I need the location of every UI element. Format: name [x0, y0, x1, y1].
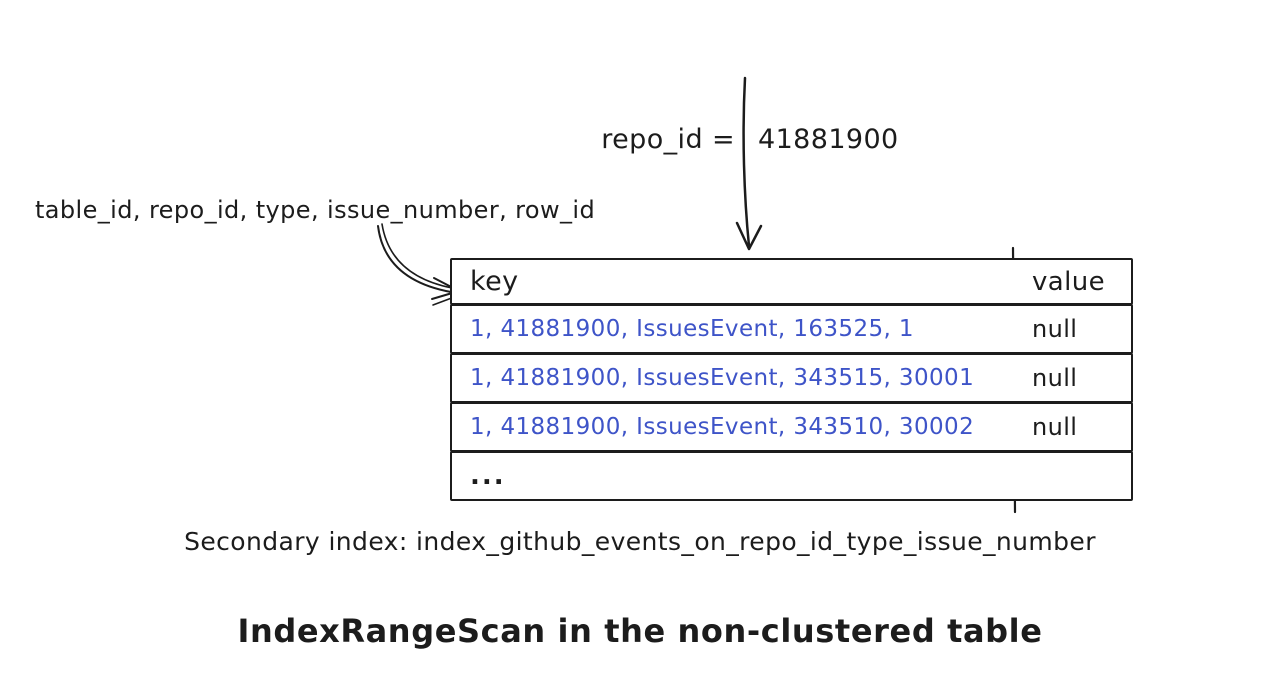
value-column-header: value [1032, 266, 1106, 297]
table-row: 1, 41881900, IssuesEvent, 163525, 1 null [450, 304, 1133, 354]
row-value-cell: null [1032, 315, 1078, 343]
table-row-ellipsis: ... [450, 451, 1133, 501]
secondary-index-table: key value 1, 41881900, IssuesEvent, 1635… [450, 258, 1133, 501]
filter-label: repo_id = [601, 124, 735, 155]
filter-value-arrow-icon [735, 76, 763, 251]
key-columns-arrow-icon [377, 223, 460, 306]
table-row: 1, 41881900, IssuesEvent, 343510, 30002 … [450, 402, 1133, 452]
row-key-cell: 1, 41881900, IssuesEvent, 343515, 30001 [470, 365, 975, 391]
key-columns-label: table_id, repo_id, type, issue_number, r… [35, 196, 596, 224]
table-header-row: key value [450, 258, 1133, 305]
row-key-cell: 1, 41881900, IssuesEvent, 163525, 1 [470, 316, 914, 342]
key-column-header: key [470, 266, 519, 297]
filter-value: 41881900 [758, 124, 899, 155]
row-key-cell: 1, 41881900, IssuesEvent, 343510, 30002 [470, 414, 975, 440]
row-key-cell: ... [470, 461, 506, 491]
row-value-cell: null [1032, 364, 1078, 392]
table-row: 1, 41881900, IssuesEvent, 343515, 30001 … [450, 353, 1133, 403]
diagram-title: IndexRangeScan in the non-clustered tabl… [237, 612, 1043, 650]
row-value-cell: null [1032, 413, 1078, 441]
secondary-index-caption: Secondary index: index_github_events_on_… [184, 527, 1096, 556]
